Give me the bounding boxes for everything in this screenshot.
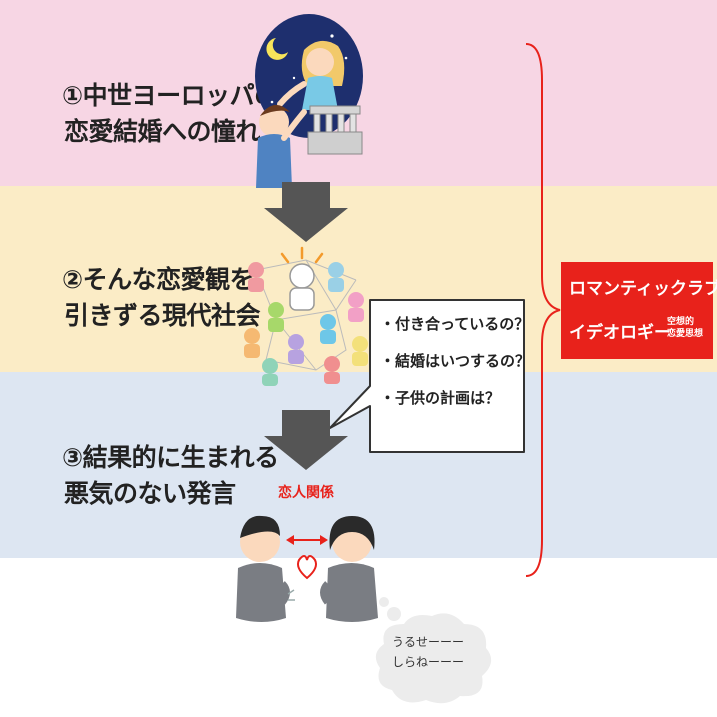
step-2-text: ②そんな恋愛観を 引きずる現代社会 <box>62 262 261 334</box>
step-2-number: ② <box>62 265 83 294</box>
thought-line2: しらねーーー <box>392 655 465 669</box>
relation-label: 恋人関係 <box>278 485 334 501</box>
heart-icon <box>297 555 317 580</box>
down-arrow-2 <box>264 410 348 470</box>
step-1-line1: 中世ヨーロッパの <box>82 81 280 110</box>
down-arrow-1 <box>264 182 348 242</box>
balcony-rail <box>309 105 361 115</box>
crowd-illustration <box>244 246 368 386</box>
step-2-line1: そんな恋愛観を <box>82 265 255 294</box>
sulking-woman <box>320 516 378 622</box>
step-1-number: ① <box>62 81 83 110</box>
ideology-note-line2: 恋愛思想 <box>667 329 704 339</box>
red-bracket <box>525 43 561 577</box>
thought-line1: うるせーーー <box>392 635 465 649</box>
double-arrow-icon <box>286 535 328 545</box>
step-2-line2: 引きずる現代社会 <box>64 301 261 330</box>
ideology-title-line1: ロマンティックラブ <box>569 279 717 299</box>
step-3-line1: 結果的に生まれる <box>82 443 280 472</box>
thought-cloud <box>375 597 492 704</box>
ideology-title-line2: イデオロギー <box>569 323 671 343</box>
couple-illustration <box>236 515 378 622</box>
highlighted-speaker <box>280 246 324 311</box>
woman-face <box>306 48 334 76</box>
moon-icon <box>266 38 288 60</box>
step-1-line2: 恋愛結婚への憧れ <box>64 117 261 146</box>
bubble-question-dating: ・付き合っているの？ <box>380 315 530 333</box>
man-outfit <box>256 134 292 188</box>
step-3-text: ③結果的に生まれる 悪気のない発言 <box>62 440 279 512</box>
crowd-people <box>244 262 368 386</box>
thought-text: うるせーーー しらねーーー <box>392 632 464 672</box>
man-face <box>259 107 289 137</box>
thought-cloud-body <box>375 613 492 704</box>
woman-dress <box>302 76 338 110</box>
sulking-man <box>236 515 295 622</box>
ideology-note: 空想的 恋愛思想 <box>667 316 703 340</box>
speech-bubble <box>329 299 525 453</box>
romantic-love-ideology-box: ロマンティックラブ イデオロギー 空想的 恋愛思想 <box>561 262 717 359</box>
bubble-question-list: ・付き合っているの？ ・結婚はいつするの？ ・子供の計画は？ <box>380 306 531 417</box>
balcony-romance-illustration <box>255 14 363 188</box>
bubble-question-marriage: ・結婚はいつするの？ <box>380 352 531 370</box>
ideology-note-line1: 空想的 <box>667 317 695 327</box>
bubble-question-children: ・子供の計画は？ <box>380 389 501 407</box>
step-3-line2: 悪気のない発言 <box>64 479 236 508</box>
step-3-number: ③ <box>62 443 83 472</box>
step-1-text: ①中世ヨーロッパの 恋愛結婚への憧れ <box>62 78 279 150</box>
